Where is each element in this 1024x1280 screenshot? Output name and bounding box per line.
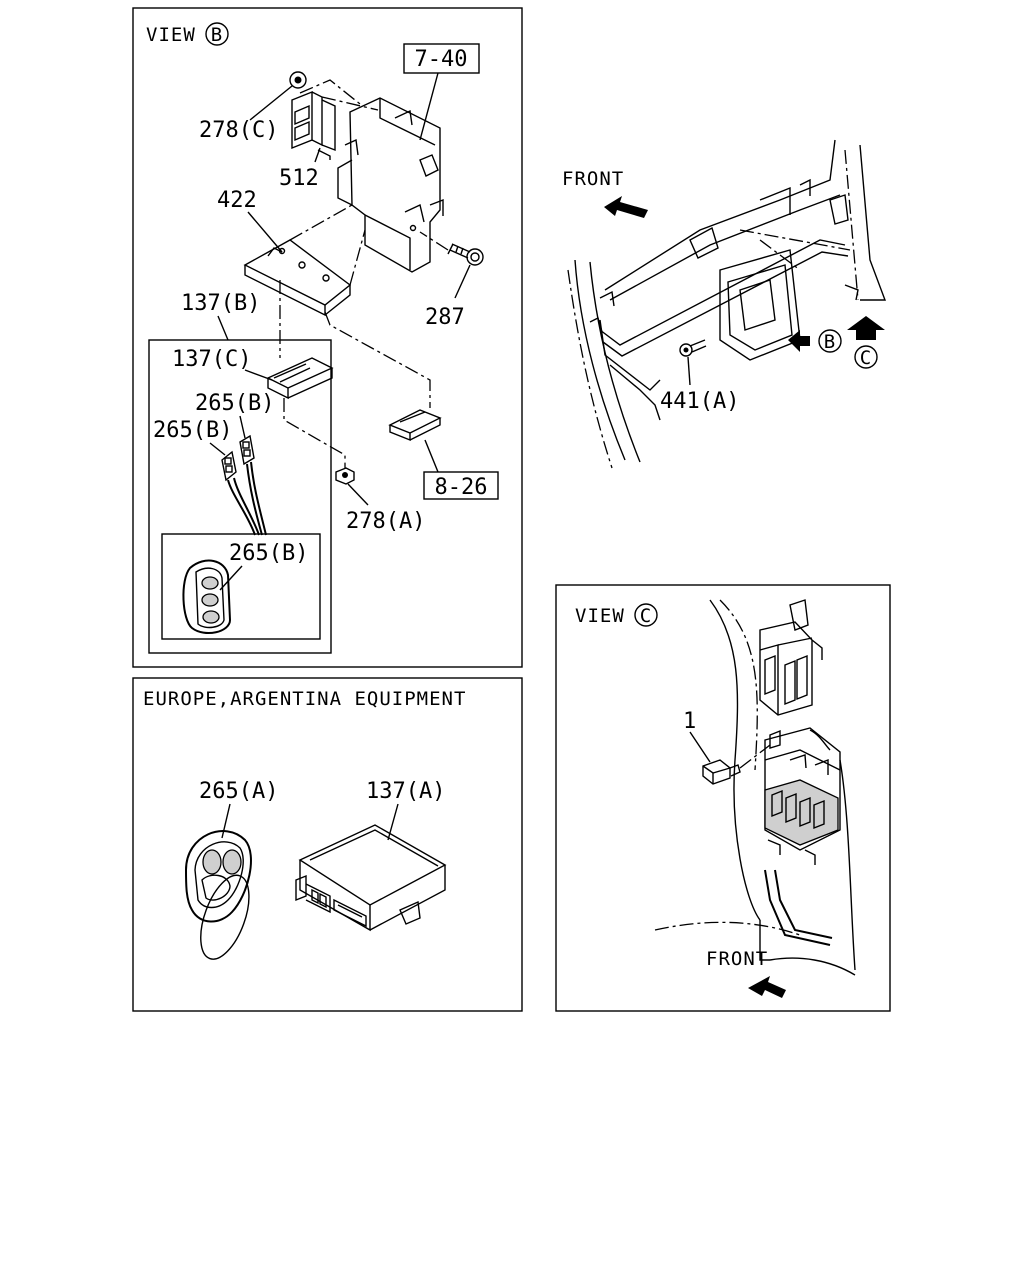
front-arrow-view-c — [748, 976, 786, 998]
large-key-fob — [182, 559, 232, 635]
bolt-287 — [447, 243, 484, 299]
label-512: 512 — [279, 166, 319, 191]
label-278a: 278(A) — [346, 509, 425, 534]
label-part-1: 1 — [683, 709, 696, 734]
view-b-panel: VIEW B 7-40 278(C) — [132, 7, 523, 668]
dashboard-view: FRONT 441(A) — [562, 139, 887, 469]
label-137c: 137(C) — [172, 347, 251, 372]
europe-title: EUROPE,ARGENTINA EQUIPMENT — [143, 688, 466, 710]
view-c-panel: VIEW C — [555, 584, 891, 1012]
label-265b-inset: 265(B) — [229, 541, 308, 566]
bracket-7-40 — [337, 97, 444, 273]
view-c-front-label: FRONT — [706, 948, 768, 970]
view-b-title-prefix: VIEW — [146, 24, 196, 46]
dash-front-label: FRONT — [562, 168, 624, 190]
fuse-box — [764, 727, 841, 865]
dash-view-b-letter: B — [824, 331, 836, 353]
module-512 — [291, 90, 336, 163]
view-c-arrow — [847, 316, 885, 340]
module-137a — [295, 824, 447, 932]
label-441a: 441(A) — [660, 389, 739, 414]
label-278c: 278(C) — [199, 118, 278, 143]
key-fob-265a — [184, 830, 252, 960]
ref-7-40: 7-40 — [415, 47, 468, 72]
label-137a: 137(A) — [366, 779, 445, 804]
switch-part-1 — [702, 759, 741, 785]
view-c-title-prefix: VIEW — [575, 605, 625, 627]
relay-block-upper — [759, 599, 823, 716]
label-137b: 137(B) — [181, 291, 260, 316]
view-b-arrow — [788, 330, 810, 352]
small-key-fobs — [221, 434, 267, 536]
nut-278c — [249, 71, 307, 121]
view-b-title-letter: B — [211, 24, 223, 46]
ref-8-26: 8-26 — [435, 475, 488, 500]
nut-278a — [335, 467, 369, 506]
label-265b-top: 265(B) — [195, 391, 274, 416]
bracket-422 — [243, 239, 352, 317]
module-137c — [266, 357, 334, 400]
europe-panel: EUROPE,ARGENTINA EQUIPMENT 265(A) 137(A) — [132, 677, 523, 1012]
screw-441a — [679, 339, 707, 386]
label-422: 422 — [217, 188, 257, 213]
label-287: 287 — [425, 305, 465, 330]
view-c-title-letter: C — [640, 605, 652, 627]
label-265b-left: 265(B) — [153, 418, 232, 443]
front-arrow-dash — [604, 196, 648, 218]
dash-view-c-letter: C — [860, 347, 872, 369]
connector-8-26 — [388, 409, 442, 473]
label-265a: 265(A) — [199, 779, 278, 804]
